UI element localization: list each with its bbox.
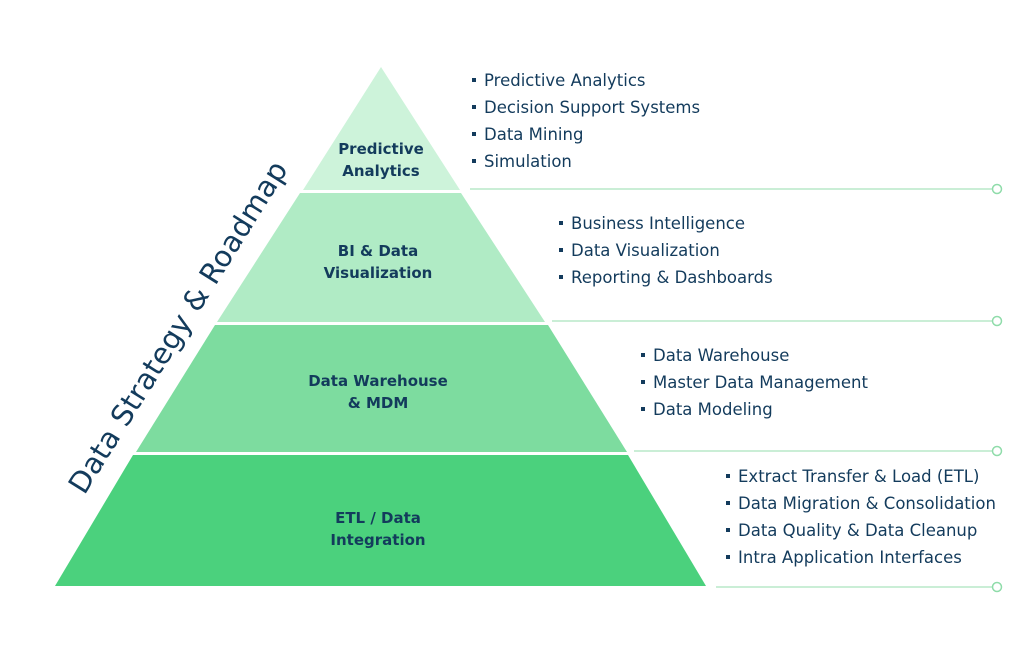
tier-2-label-line2: Visualization <box>323 264 433 282</box>
tier-1-connector-dot <box>991 183 1003 195</box>
tier-1-shape <box>303 67 460 190</box>
tier-4-connector-dot <box>991 581 1003 593</box>
list-item: Data Quality & Data Cleanup <box>725 517 996 544</box>
tier-2-label: BI & Data Visualization <box>278 240 478 284</box>
list-item: Intra Application Interfaces <box>725 544 996 571</box>
list-item: Data Mining <box>471 121 700 148</box>
tier-3-label-line1: Data Warehouse <box>308 372 448 390</box>
tier-1-label: Predictive Analytics <box>281 138 481 182</box>
tier-2-shape <box>217 193 545 322</box>
list-item: Data Warehouse <box>640 342 868 369</box>
tier-4-label-line2: Integration <box>330 531 426 549</box>
tier-3-label-line2: & MDM <box>347 394 409 412</box>
tier-4-shape <box>55 455 706 586</box>
tier-1-bullet-list: Predictive Analytics Decision Support Sy… <box>471 67 700 175</box>
list-item: Data Migration & Consolidation <box>725 490 996 517</box>
list-item: Data Visualization <box>558 237 773 264</box>
list-item: Master Data Management <box>640 369 868 396</box>
tier-4-label-line1: ETL / Data <box>335 509 421 527</box>
tier-3-connector-dot <box>991 445 1003 457</box>
tier-3-shape <box>136 325 627 452</box>
list-item: Simulation <box>471 148 700 175</box>
list-item: Business Intelligence <box>558 210 773 237</box>
tier-3-bullet-list: Data Warehouse Master Data Management Da… <box>640 342 868 423</box>
tier-2-bullet-list: Business Intelligence Data Visualization… <box>558 210 773 291</box>
list-item: Predictive Analytics <box>471 67 700 94</box>
list-item: Data Modeling <box>640 396 868 423</box>
tier-4-label: ETL / Data Integration <box>278 507 478 551</box>
tier-2-label-line1: BI & Data <box>337 242 419 260</box>
tier-2-connector-dot <box>991 315 1003 327</box>
list-item: Reporting & Dashboards <box>558 264 773 291</box>
list-item: Decision Support Systems <box>471 94 700 121</box>
tier-1-label-line1: Predictive <box>338 140 424 158</box>
tier-1-label-line2: Analytics <box>342 162 420 180</box>
list-item: Extract Transfer & Load (ETL) <box>725 463 996 490</box>
tier-4-bullet-list: Extract Transfer & Load (ETL) Data Migra… <box>725 463 996 571</box>
tier-3-label: Data Warehouse & MDM <box>278 370 478 414</box>
